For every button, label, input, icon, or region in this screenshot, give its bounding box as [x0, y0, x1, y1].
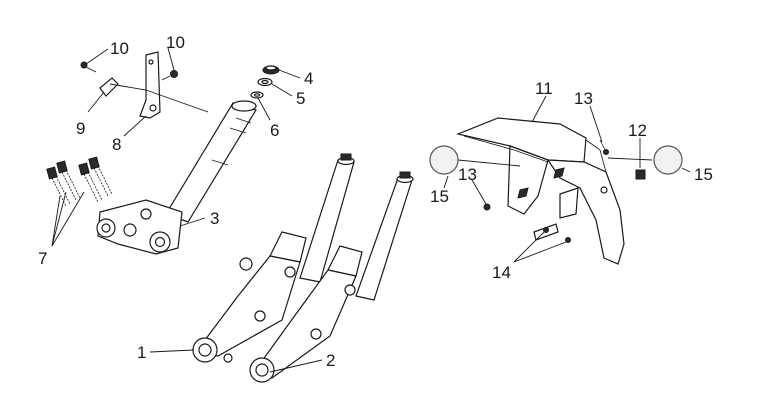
reference-circle-part-15-right	[653, 145, 683, 175]
fender-plate-part-14	[533, 187, 579, 243]
callout-5: 5	[296, 89, 305, 108]
stem-nut-part-4	[262, 65, 280, 75]
washer-part-5	[257, 77, 273, 87]
callout-12: 12	[628, 121, 647, 140]
callout-labels: 1 2 3 4 5 6 7 8 9 10 10 11 12 13 13 14 1…	[38, 33, 713, 370]
callout-4: 4	[304, 69, 313, 88]
callout-13-upper: 13	[574, 89, 593, 108]
callout-11: 11	[535, 79, 553, 98]
nut-part-12	[635, 169, 646, 180]
callout-7: 7	[38, 249, 47, 268]
callout-15-right: 15	[694, 165, 713, 184]
hose-bracket-part-8	[139, 51, 161, 119]
fork-leg-right-part-2	[249, 171, 414, 383]
callout-2: 2	[326, 351, 335, 370]
front-fender-part-11	[455, 117, 625, 265]
callout-10-left: 10	[110, 39, 129, 58]
callout-1: 1	[137, 343, 146, 362]
bearing-race-part-6	[250, 91, 264, 99]
callout-8: 8	[112, 135, 121, 154]
callout-3: 3	[210, 209, 219, 228]
callout-14: 14	[492, 263, 511, 282]
callout-15-left: 15	[430, 187, 449, 206]
bolt-part-13-upper	[599, 139, 609, 155]
leader-lines	[51, 47, 691, 373]
screw-part-10-left	[80, 61, 97, 73]
callout-9: 9	[76, 119, 85, 138]
callout-6: 6	[270, 121, 279, 140]
reference-circle-part-15-left	[429, 145, 459, 175]
steering-stem-tube	[165, 100, 257, 223]
callout-10-right: 10	[166, 33, 185, 52]
lower-triple-clamp	[96, 199, 183, 255]
clamp-bolt-part-7	[46, 156, 113, 207]
clip-part-9	[99, 77, 119, 97]
bolt-part-13-lower	[483, 203, 491, 211]
screw-part-10-right	[161, 70, 178, 81]
fork-leg-left-part-1	[192, 153, 355, 363]
callout-13-lower: 13	[458, 165, 477, 184]
